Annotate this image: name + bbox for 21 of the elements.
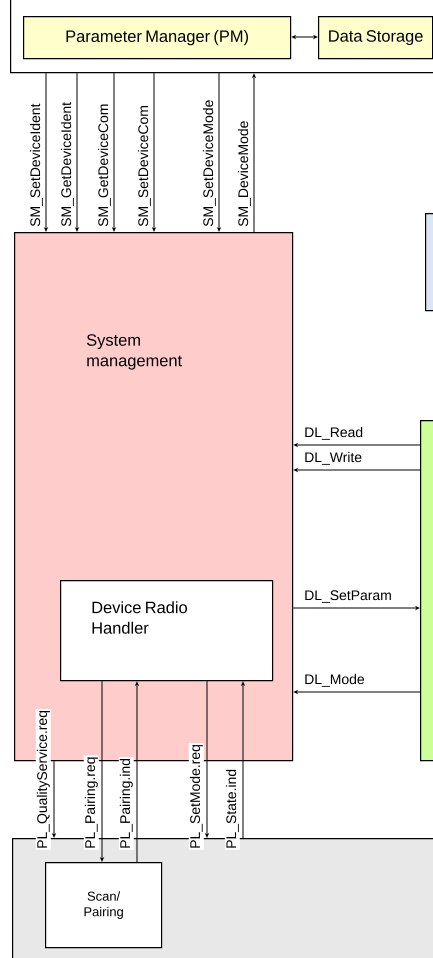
edge-label: PL_State.ind	[224, 768, 240, 850]
edge-label: PL_Pairing.req	[84, 756, 99, 850]
edge-label: SM_SetDeviceMode	[202, 100, 216, 226]
edge-label: SM_GetDeviceCom	[98, 104, 111, 226]
process-box: Data Storage	[318, 16, 433, 60]
edge-label: SM_GetDeviceIdent	[60, 102, 74, 226]
edge-label: PL_SetMode.req	[188, 743, 204, 850]
edge-label: PL_QualityService.req	[36, 709, 51, 850]
edge-label: DL_Mode	[305, 674, 364, 687]
edge-label: SM_SetDeviceIdent	[30, 104, 43, 226]
edge-label: DL_Read	[305, 426, 362, 440]
edge-label: PL_Pairing.ind	[118, 757, 134, 850]
process-box: Parameter Manager (PM)	[23, 16, 292, 60]
block-box	[420, 420, 433, 762]
edge-label: DL_SetParam	[305, 590, 391, 603]
edge-label: DL_Write	[305, 452, 362, 465]
edge-label: SM_SetDeviceCom	[138, 106, 151, 226]
edge-label: SM_DeviceMode	[238, 121, 251, 226]
block-box	[425, 213, 433, 312]
process-box: Device Radio Handler	[60, 580, 274, 682]
process-box: Scan/ Pairing	[45, 862, 162, 948]
